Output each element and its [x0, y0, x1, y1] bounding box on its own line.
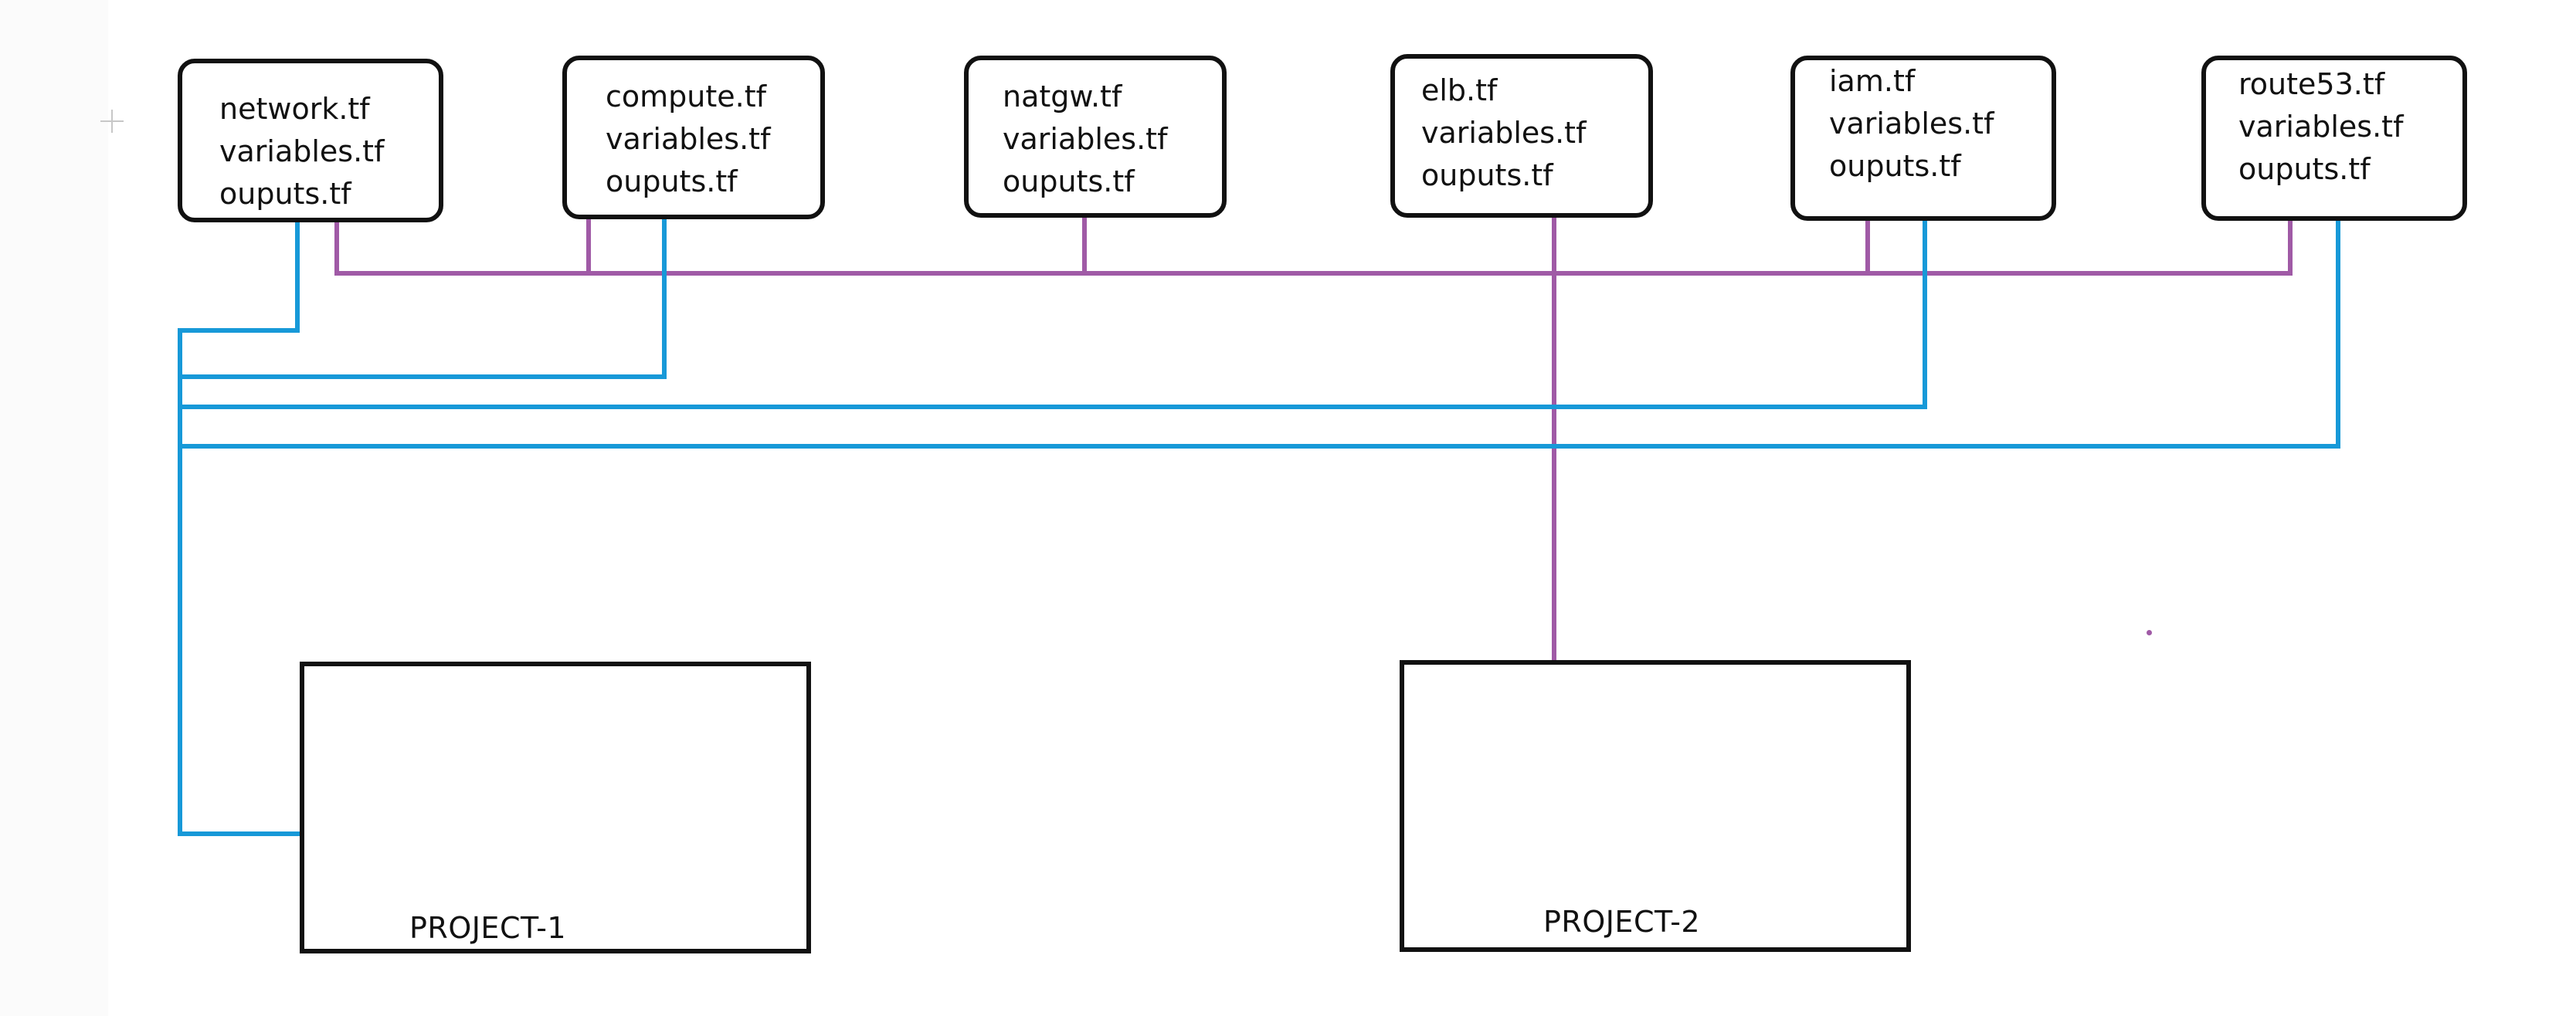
module-file-name: ouputs.tf [2238, 152, 2371, 186]
module-file-name: ouputs.tf [1003, 164, 1135, 198]
project-label-1: PROJECT-1 [409, 911, 567, 945]
module-file-name: ouputs.tf [1829, 149, 1961, 183]
module-file-name: compute.tf [606, 80, 766, 113]
module-box-network[interactable]: network.tf variables.tf ouputs.tf [178, 59, 443, 222]
module-file-name: natgw.tf [1003, 80, 1122, 113]
module-box-iam[interactable]: iam.tf variables.tf ouputs.tf [1790, 56, 2056, 221]
module-file-name: elb.tf [1421, 73, 1498, 107]
stray-mark [2147, 630, 2152, 635]
project-box-1[interactable] [300, 662, 811, 953]
module-box-compute[interactable]: compute.tf variables.tf ouputs.tf [562, 56, 825, 219]
blue-connector-group [178, 217, 2340, 836]
module-file-name: network.tf [219, 92, 370, 126]
project-label-2: PROJECT-2 [1543, 905, 1701, 939]
project-box-2[interactable] [1400, 660, 1911, 952]
module-file-name: route53.tf [2238, 67, 2385, 101]
module-file-name: ouputs.tf [219, 177, 351, 211]
module-box-route53[interactable]: route53.tf variables.tf ouputs.tf [2201, 56, 2467, 221]
page-margin [0, 0, 108, 1016]
module-file-name: iam.tf [1829, 64, 1916, 98]
module-file-name: variables.tf [2238, 110, 2404, 144]
module-file-name: variables.tf [1003, 122, 1168, 156]
module-file-name: variables.tf [219, 134, 385, 168]
module-file-name: variables.tf [1829, 107, 1994, 141]
purple-connector-group [334, 215, 2293, 666]
module-file-name: ouputs.tf [606, 164, 738, 198]
module-file-name: variables.tf [1421, 116, 1587, 150]
module-file-name: variables.tf [606, 122, 771, 156]
module-file-name: ouputs.tf [1421, 158, 1553, 192]
module-box-natgw[interactable]: natgw.tf variables.tf ouputs.tf [964, 56, 1227, 218]
crosshair-icon [100, 110, 124, 133]
module-box-elb[interactable]: elb.tf variables.tf ouputs.tf [1390, 54, 1653, 218]
